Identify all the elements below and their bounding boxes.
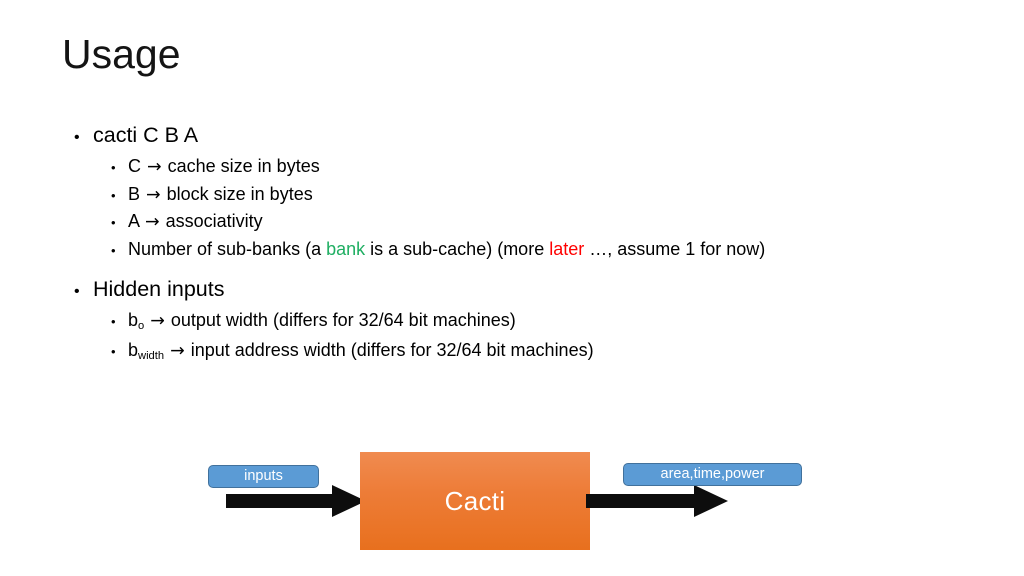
text-run: is a sub-cache) (more (365, 238, 550, 259)
bullet-number-of-sub-banks: • Number of sub-banks (a bank is a sub-ca… (74, 237, 934, 264)
text-run: associativity (160, 211, 263, 231)
right-arrow-icon: → (147, 157, 162, 177)
bullet-text: C → cache size in bytes (128, 154, 320, 181)
right-arrow-icon: → (170, 340, 185, 361)
arrow-inputs-to-cacti (226, 485, 366, 517)
text-run: output width (differs for 32/64 bit mach… (165, 310, 516, 330)
right-arrow-icon: → (146, 184, 161, 205)
bullet-b-block-size: • B → block size in bytes (74, 182, 934, 209)
bullet-text: cacti C B A (93, 120, 198, 150)
text-run: Hidden inputs (93, 277, 225, 301)
bullet-text: Hidden inputs (93, 274, 224, 304)
text-run: b (128, 339, 139, 360)
bullet-text: Number of sub-banks (a bank is a sub-cac… (128, 237, 765, 263)
text-run: B (128, 183, 146, 204)
bullet-bwidth-input-address-width: • bwidth → input address width (differs f… (74, 338, 934, 367)
bullet-marker: • (111, 160, 116, 175)
cacti-process-box: Cacti (360, 452, 590, 550)
bullet-marker: • (111, 242, 116, 258)
text-run: input address width (differs for 32/64 b… (185, 339, 594, 360)
subscript: o (138, 320, 145, 333)
bullet-marker: • (111, 343, 116, 359)
bullet-text: B → block size in bytes (128, 182, 313, 209)
text-run: Number of sub-banks (a (128, 238, 327, 259)
bullet-text: bwidth → input address width (differs fo… (128, 338, 594, 367)
bullet-c-cache-size: • C → cache size in bytes (74, 154, 934, 181)
inputs-pill-label: inputs (244, 468, 283, 485)
bullet-text: A → associativity (128, 209, 263, 236)
text-run: b (128, 310, 139, 330)
text-run: C (128, 156, 146, 176)
bullet-marker: • (74, 129, 80, 146)
bullet-marker: • (74, 283, 80, 300)
page-title: Usage (62, 31, 181, 77)
text-run: cacti C B A (93, 123, 199, 147)
bullet-bo-output-width: • bo → output width (differs for 32/64 bi… (74, 308, 934, 337)
inputs-pill: inputs (208, 465, 319, 488)
bullet-hidden-inputs: • Hidden inputs (74, 274, 934, 307)
cacti-process-box-label: Cacti (444, 486, 506, 516)
keyword-bank: bank (326, 238, 366, 259)
text-run: cache size in bytes (162, 156, 320, 176)
bullet-marker: • (111, 314, 116, 329)
text-run: …, assume 1 for now) (584, 238, 766, 259)
right-arrow-icon: → (145, 212, 160, 232)
outputs-pill: area,time,power (623, 463, 802, 486)
keyword-later: later (549, 238, 585, 259)
bullet-a-associativity: • A → associativity (74, 209, 934, 236)
arrow-cacti-to-outputs (586, 485, 728, 517)
text-run: block size in bytes (161, 183, 313, 204)
bullet-cacti-cba: • cacti C B A (74, 120, 934, 153)
right-arrow-icon: → (150, 311, 165, 331)
bullet-marker: • (111, 187, 116, 203)
bullet-marker: • (111, 215, 116, 230)
text-run: A (128, 211, 145, 231)
subscript: width (138, 349, 165, 362)
bullet-list: • cacti C B A • C → cache size in bytes • B →… (74, 120, 934, 367)
outputs-pill-label: area,time,power (660, 466, 765, 483)
bullet-text: bo → output width (differs for 32/64 bit… (128, 308, 516, 337)
